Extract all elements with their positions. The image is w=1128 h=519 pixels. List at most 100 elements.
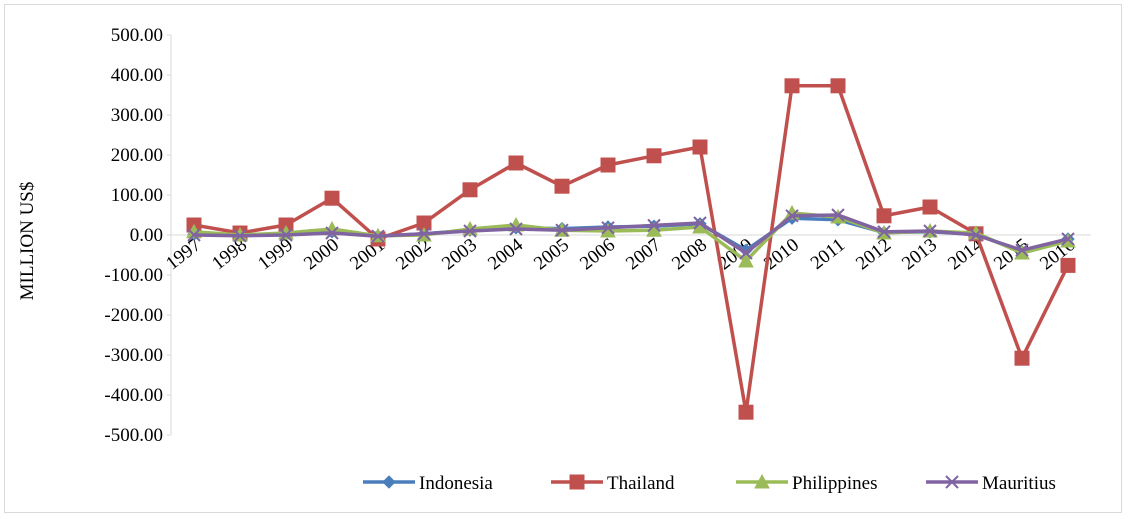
data-point-thailand [462, 182, 478, 198]
data-point-mauritius [279, 228, 293, 242]
legend-item-mauritius: Mauritius [926, 473, 1056, 494]
y-tick-label: 300.00 [111, 105, 163, 126]
data-point-thailand [1014, 350, 1030, 366]
data-point-mauritius [233, 229, 247, 243]
data-point-thailand [830, 78, 846, 94]
data-point-mauritius-stroke [371, 229, 385, 243]
data-point-thailand [922, 199, 938, 215]
legend-item-thailand: Thailand [551, 473, 675, 494]
data-point-mauritius [555, 223, 569, 237]
data-point-mauritius [1015, 243, 1029, 257]
x-tick-label: 2007 [622, 234, 665, 274]
data-point-mauritius-stroke [877, 225, 891, 239]
data-point-mauritius-stroke [555, 223, 569, 237]
legend-label-philippines: Philippines [792, 473, 878, 494]
data-point-mauritius [923, 224, 937, 238]
y-tick-label: 100.00 [111, 185, 163, 206]
line-chart: MILLION US$ 500.00 400.00 300.00 200.00 100.… [17, 25, 1091, 494]
x-tick-label: 2000 [300, 234, 343, 274]
legend-item-indonesia: Indonesia [363, 473, 493, 494]
x-tick-label: 2012 [852, 234, 895, 274]
data-point-mauritius [325, 226, 339, 240]
y-tick-label: 0.00 [130, 225, 163, 246]
data-point-thailand [1060, 257, 1076, 273]
data-point-mauritius [417, 227, 431, 241]
data-point-thailand [646, 148, 662, 164]
x-tick-label: 2003 [438, 234, 481, 274]
data-point-thailand [600, 157, 616, 173]
data-point-mauritius-stroke [509, 222, 523, 236]
data-point-mauritius-stroke [969, 228, 983, 242]
data-point-mauritius [877, 225, 891, 239]
data-point-mauritius-stroke [1061, 232, 1075, 246]
y-tick-label: -400.00 [104, 385, 163, 406]
legend-item-philippines: Philippines [736, 473, 878, 494]
data-point-mauritius [509, 222, 523, 236]
data-point-mauritius [601, 221, 615, 235]
data-point-thailand [876, 208, 892, 224]
data-point-mauritius-stroke [785, 209, 799, 223]
data-point-mauritius-stroke [187, 228, 201, 242]
data-point-mauritius [647, 218, 661, 233]
y-axis-title-group: MILLION US$ [17, 182, 38, 301]
series-thailand [186, 78, 1076, 420]
data-point-mauritius-stroke [1015, 243, 1029, 257]
data-point-thailand [324, 190, 340, 206]
x-tick-label: 2006 [576, 234, 619, 274]
series-line-thailand [193, 84, 1070, 414]
data-point-thailand [508, 155, 524, 171]
data-point-mauritius [739, 246, 753, 260]
data-point-mauritius [831, 208, 845, 222]
data-point-mauritius-stroke [463, 224, 477, 238]
data-point-mauritius [371, 229, 385, 243]
data-point-philippines [738, 252, 754, 268]
y-axis-title: MILLION US$ [17, 182, 38, 301]
y-tick-label: 200.00 [111, 145, 163, 166]
legend: Indonesia Thailand Philippines Mauritius [363, 473, 1056, 494]
data-point-mauritius-stroke [831, 208, 845, 222]
y-tick-label: -500.00 [104, 425, 163, 446]
x-tick-label: 2011 [807, 234, 849, 274]
x-tick-label: 2008 [668, 234, 711, 274]
data-point-thailand [692, 139, 708, 155]
series-group [186, 78, 1076, 420]
y-tick-labels: 500.00 400.00 300.00 200.00 100.00 0.00 -100.0… [104, 25, 171, 446]
data-point-mauritius-stroke [693, 216, 707, 230]
data-point-mauritius [693, 216, 707, 230]
data-point-thailand [554, 178, 570, 194]
data-point-mauritius-stroke [647, 218, 661, 233]
data-point-mauritius-stroke [417, 227, 431, 241]
legend-marker-mauritius-stroke [945, 475, 959, 489]
data-point-mauritius-stroke [739, 246, 753, 260]
y-tick-label: 400.00 [111, 65, 163, 86]
data-point-mauritius-stroke [923, 224, 937, 238]
legend-label-thailand: Thailand [607, 473, 675, 494]
data-point-thailand [784, 78, 800, 94]
legend-marker-indonesia [382, 475, 396, 489]
legend-marker-philippines [754, 473, 770, 489]
x-tick-label: 2013 [898, 234, 941, 274]
series-mauritius [187, 208, 1075, 260]
y-tick-label: -300.00 [104, 345, 163, 366]
legend-marker-thailand [569, 474, 585, 490]
legend-marker-mauritius [945, 475, 959, 489]
data-point-mauritius [785, 209, 799, 223]
y-tick-label: -200.00 [104, 305, 163, 326]
data-point-thailand [738, 404, 754, 420]
legend-label-mauritius: Mauritius [982, 473, 1056, 494]
data-point-mauritius [463, 224, 477, 238]
legend-label-indonesia: Indonesia [419, 473, 493, 494]
x-tick-label: 2005 [530, 234, 573, 274]
x-tick-label: 2004 [484, 234, 527, 274]
y-tick-label: -100.00 [104, 265, 163, 286]
chart-frame: MILLION US$ 500.00 400.00 300.00 200.00 100.… [4, 4, 1122, 513]
data-point-mauritius [187, 228, 201, 242]
data-point-mauritius [969, 228, 983, 242]
data-point-mauritius-stroke [233, 229, 247, 243]
y-tick-label: 500.00 [111, 25, 163, 46]
data-point-mauritius-stroke [279, 228, 293, 242]
data-point-mauritius [1061, 232, 1075, 246]
data-point-mauritius-stroke [325, 226, 339, 240]
data-point-mauritius-stroke [601, 221, 615, 235]
